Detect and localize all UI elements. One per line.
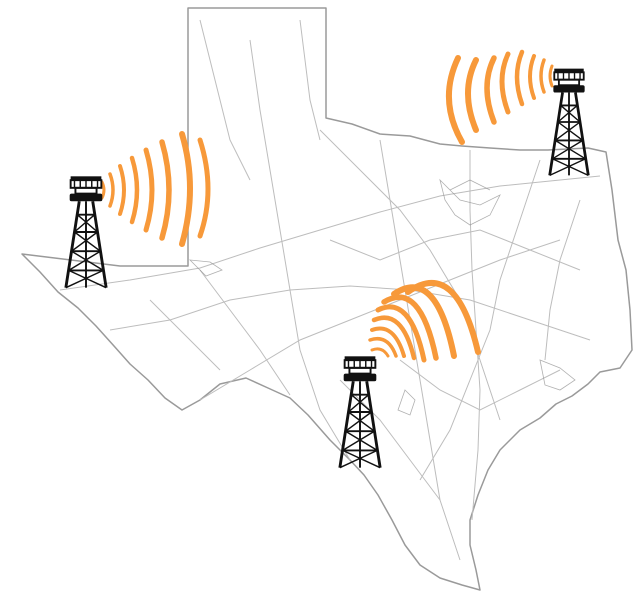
signal-wave-icon-central [368,280,481,363]
texas-state-outline [21,7,633,591]
road-network [59,19,601,561]
signal-wave-icon-northeast [446,49,554,145]
radio-tower-icon-northeast [548,67,590,177]
road-network-dense [188,178,576,416]
radio-tower-icon-west [64,174,108,290]
signal-wave-icon-west [100,131,211,247]
